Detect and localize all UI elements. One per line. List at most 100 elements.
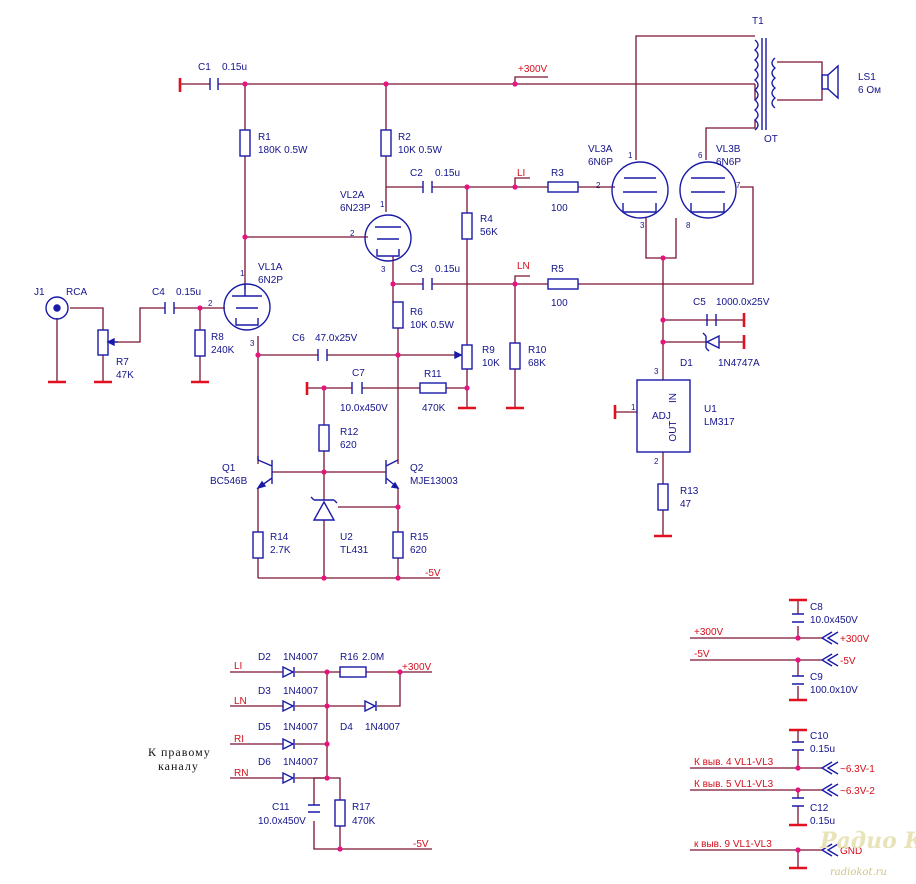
pin-vl3b-cathode: 8: [686, 221, 691, 230]
conn-h1: ~6.3V-1: [840, 764, 875, 775]
r11-ref: R11: [424, 369, 442, 380]
d1-type: 1N4747A: [718, 358, 760, 369]
ls1-ref: LS1: [858, 72, 876, 83]
r15-ref: R15: [410, 532, 429, 543]
watermark-site: radiokot.ru: [830, 867, 887, 878]
u1-type: LM317: [704, 417, 735, 428]
ls1-impedance: 6 Ом: [858, 85, 881, 96]
r14-ref: R14: [270, 532, 289, 543]
conn-gnd: GND: [840, 846, 862, 857]
r2-ref: R2: [398, 132, 411, 143]
vl3b-type: 6N6P: [716, 157, 741, 168]
u1-out: OUT: [668, 420, 679, 441]
lm317-body: [636, 379, 691, 453]
q2-type: MJE13003: [410, 476, 458, 487]
d6-type: 1N4007: [283, 757, 318, 768]
r4-value: 56K: [480, 227, 498, 238]
net-ln: LN: [517, 261, 530, 272]
c5-value: 1000.0x25V: [716, 297, 770, 308]
ground-symbols: [48, 78, 807, 870]
capacitor-symbols: [164, 78, 804, 813]
c4-ref: C4: [152, 287, 165, 298]
d6-ref: D6: [258, 757, 271, 768]
conn-pin9: к выв. 9 VL1-VL3: [694, 839, 772, 850]
r14-value: 2.7K: [270, 545, 291, 556]
r3-value: 100: [551, 203, 568, 214]
pin-u1-out: 2: [654, 457, 659, 466]
conn-hv: +300V: [840, 634, 870, 645]
neg-rail-label-2: -5V: [413, 839, 429, 850]
pin-vl3b-grid: 7: [736, 181, 741, 190]
watermark-logo: Радио КОТ: [819, 828, 916, 854]
vl1a-type: 6N2P: [258, 275, 283, 286]
d2-ref: D2: [258, 652, 271, 663]
connector-chevrons: [820, 631, 839, 857]
pin-u1-in: 3: [654, 367, 659, 376]
c9-ref: C9: [810, 672, 823, 683]
r5-value: 100: [551, 298, 568, 309]
net-rn: RN: [234, 768, 248, 779]
r16-value: 2.0M: [362, 652, 384, 663]
j1-ref: J1: [34, 287, 45, 298]
r4-ref: R4: [480, 214, 493, 225]
tube-symbols: [223, 161, 737, 331]
r7-value: 47K: [116, 370, 134, 381]
r2-value: 10K 0.5W: [398, 145, 442, 156]
diode-symbols: [282, 332, 720, 785]
vl3a-type: 6N6P: [588, 157, 613, 168]
c1-ref: C1: [198, 62, 211, 73]
rca-label: RCA: [66, 287, 87, 298]
net-ri: RI: [234, 734, 244, 745]
pin-vl3a-grid: 2: [596, 181, 601, 190]
net-li: LI: [517, 168, 525, 179]
r15-value: 620: [410, 545, 427, 556]
c10-ref: C10: [810, 731, 829, 742]
pin-vl3a-plate: 1: [628, 151, 633, 160]
r10-ref: R10: [528, 345, 547, 356]
hv-rail-label-2: +300V: [402, 662, 432, 673]
r1-value: 180K 0.5W: [258, 145, 308, 156]
c7-ref: C7: [352, 368, 365, 379]
conn-neg: -5V: [840, 656, 856, 667]
c5-ref: C5: [693, 297, 706, 308]
r1-ref: R1: [258, 132, 271, 143]
c6-ref: C6: [292, 333, 305, 344]
speaker-symbol: [821, 64, 839, 100]
r12-value: 620: [340, 440, 357, 451]
c8-ref: C8: [810, 602, 823, 613]
hv-rail-label: +300V: [518, 64, 548, 75]
d3-ref: D3: [258, 686, 271, 697]
d4-ref: D4: [340, 722, 353, 733]
u1-adj: ADJ: [652, 411, 671, 422]
c6-value: 47.0x25V: [315, 333, 358, 344]
net-li-2: LI: [234, 661, 242, 672]
c3-ref: C3: [410, 264, 423, 275]
vl3b-ref: VL3B: [716, 144, 741, 155]
potentiometers: [97, 329, 473, 370]
pin-vl1-plate: 1: [240, 269, 245, 278]
note-line1: К правому: [148, 745, 211, 759]
conn-pin4: К выв. 4 VL1-VL3: [694, 757, 774, 768]
pin-vl1-cathode: 3: [250, 339, 255, 348]
note-line2: каналу: [158, 759, 199, 773]
r9-value: 10K: [482, 358, 500, 369]
c1-value: 0.15u: [222, 62, 247, 73]
c10-value: 0.15u: [810, 744, 835, 755]
d3-type: 1N4007: [283, 686, 318, 697]
r13-ref: R13: [680, 486, 699, 497]
c8-value: 10.0x450V: [810, 615, 858, 626]
d5-type: 1N4007: [283, 722, 318, 733]
vl3a-ref: VL3A: [588, 144, 613, 155]
c2-ref: C2: [410, 168, 423, 179]
conn-pin5: К выв. 5 VL1-VL3: [694, 779, 774, 790]
d5-ref: D5: [258, 722, 271, 733]
r11-value: 470K: [422, 403, 446, 414]
r7-ref: R7: [116, 357, 129, 368]
c11-value: 10.0x450V: [258, 816, 306, 827]
u1-ref: U1: [704, 404, 717, 415]
c12-ref: C12: [810, 803, 829, 814]
c3-value: 0.15u: [435, 264, 460, 275]
r8-ref: R8: [211, 332, 224, 343]
